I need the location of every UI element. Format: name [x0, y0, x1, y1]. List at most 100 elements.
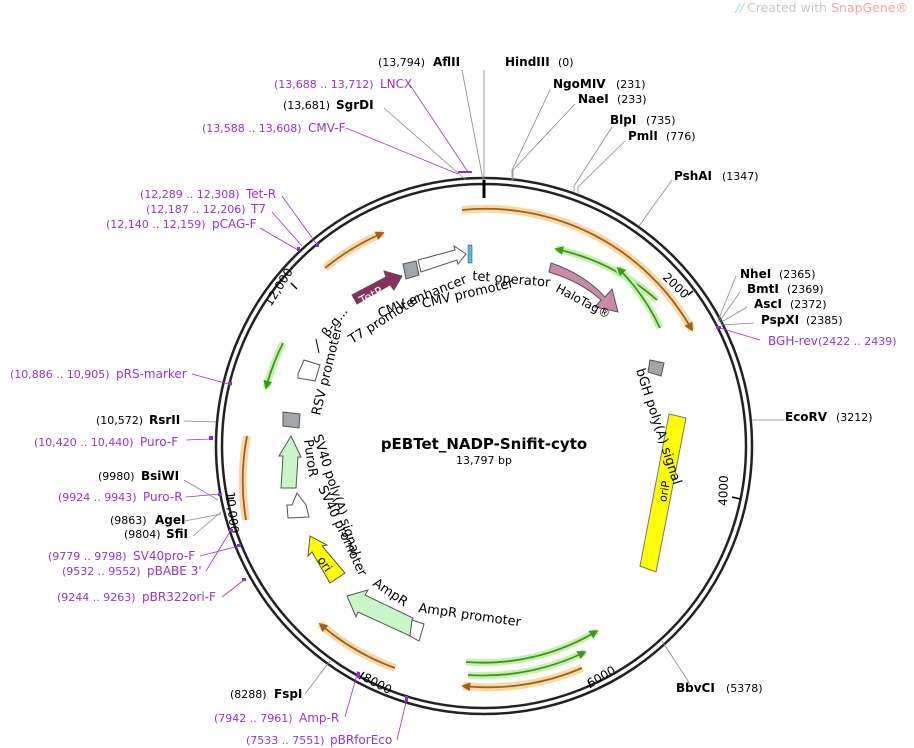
primer-lncx[interactable]: LNCX — [380, 77, 412, 91]
enzyme-pos-bmti: (2369) — [787, 283, 824, 296]
primer-pbabe-3[interactable]: pBABE 3' — [147, 564, 202, 578]
enzyme-pos-bbvci: (5378) — [726, 682, 763, 695]
enzyme-bbvci[interactable]: BbvCI — [676, 681, 715, 695]
primer-tet-r[interactable]: Tet-R — [245, 187, 276, 201]
primer-range-prs-marker: (10,886 .. 10,905) — [10, 368, 110, 381]
plasmid-length: 13,797 bp — [456, 454, 512, 467]
enzyme-rsrii[interactable]: RsrII — [149, 413, 180, 427]
feature-halotag[interactable] — [548, 262, 619, 313]
primer-range-lncx: (13,688 .. 13,712) — [274, 78, 374, 91]
enzyme-pos-pspxi: (2385) — [806, 314, 843, 327]
tick-label-10000: 10,000 — [223, 491, 241, 534]
enzyme-blpi[interactable]: BlpI — [610, 113, 636, 127]
enzyme-nhei[interactable]: NheI — [740, 267, 771, 281]
enzyme-pos-naei: (233) — [617, 93, 647, 106]
enzyme-pos-pshai: (1347) — [722, 170, 759, 183]
feature-label-orip: oriP — [656, 480, 673, 503]
snapgene-logo-icon: ∕∕ — [735, 0, 745, 15]
plasmid-name: pEBTet_NADP-Snifit-cyto — [381, 435, 587, 453]
enzyme-ecorv[interactable]: EcoRV — [785, 410, 828, 424]
enzyme-hindiii[interactable]: HindIII — [505, 55, 550, 69]
enzyme-pos-ecorv: (3212) — [836, 411, 873, 424]
feature-orip[interactable] — [639, 413, 687, 573]
primer-arcs — [238, 204, 696, 692]
enzyme-agei[interactable]: AgeI — [155, 513, 185, 527]
primer-range-t7: (12,187 .. 12,206) — [146, 203, 246, 216]
primer-leader-lines — [185, 84, 761, 741]
enzyme-fspi[interactable]: FspI — [274, 687, 302, 701]
feature-label-puror: PuroR — [300, 438, 320, 478]
primer-markers — [209, 171, 721, 702]
primer-pbr322ori-f[interactable]: pBR322ori-F — [142, 590, 216, 604]
primer-cmv-f[interactable]: CMV-F — [308, 121, 346, 135]
enzyme-leader-lines — [183, 69, 784, 695]
green-arcs — [262, 245, 664, 679]
primer-range-puro-f: (10,420 .. 10,440) — [34, 436, 134, 449]
enzyme-sgrdi[interactable]: SgrDI — [336, 98, 374, 112]
feature-bgh-polya[interactable] — [647, 359, 665, 377]
enzyme-pspxi[interactable]: PspXI — [761, 313, 799, 327]
feature-ampr[interactable] — [346, 589, 414, 637]
feature-tetr[interactable] — [351, 270, 403, 305]
feature-ampr-promoter[interactable] — [409, 619, 425, 642]
feature-sv40-small-grey[interactable] — [402, 260, 420, 280]
enzyme-pos-hindiii: (0) — [558, 56, 574, 69]
enzyme-labels: (13,794) AflII HindIII (0) NgoMIV (231) … — [96, 55, 873, 701]
primer-prs-marker[interactable]: pRS-marker — [116, 367, 187, 381]
primer-puro-r[interactable]: Puro-R — [143, 490, 183, 504]
primer-amp-r[interactable]: Amp-R — [299, 711, 339, 725]
primer-range-pbabe-3: (9532 .. 9552) — [62, 565, 141, 578]
primer-range-tet-r: (12,289 .. 12,308) — [140, 188, 240, 201]
enzyme-pos-sgrdi: (13,681) — [283, 99, 330, 112]
primer-pbrforeco[interactable]: pBRforEco — [330, 733, 392, 747]
feature-puror[interactable] — [278, 434, 302, 489]
primer-range-pbr322ori-f: (9244 .. 9263) — [57, 591, 136, 604]
primer-range-pcag-f: (12,140 .. 12,159) — [106, 218, 206, 231]
enzyme-pos-blpi: (735) — [646, 114, 676, 127]
enzyme-pos-asci: (2372) — [790, 298, 827, 311]
enzyme-naei[interactable]: NaeI — [578, 92, 609, 106]
enzyme-pos-sfii: (9804) — [124, 528, 161, 541]
enzyme-bsiwi[interactable]: BsiWI — [141, 469, 179, 483]
watermark-prefix: Created with — [747, 0, 828, 15]
enzyme-pos-rsrii: (10,572) — [96, 414, 143, 427]
primer-t7[interactable]: T7 — [250, 202, 266, 216]
feature-sv40-promoter[interactable] — [286, 492, 310, 519]
feature-label-ampr-promoter: AmpR promoter — [417, 601, 522, 630]
enzyme-asci[interactable]: AscI — [754, 297, 782, 311]
primer-labels: (13,688 .. 13,712) LNCX (13,588 .. 13,60… — [10, 77, 897, 747]
enzyme-aflii[interactable]: AflII — [433, 55, 460, 69]
feature-sv40-polya[interactable] — [282, 411, 301, 429]
feature-cmv-enhancer[interactable] — [417, 244, 467, 273]
primer-pcag-f[interactable]: pCAG-F — [212, 217, 257, 231]
primer-range-bgh-rev: (2422 .. 2439) — [818, 335, 897, 348]
enzyme-pos-nhei: (2365) — [779, 268, 816, 281]
feature-beta-globin[interactable] — [315, 338, 320, 354]
enzyme-pmli[interactable]: PmlI — [628, 129, 658, 143]
primer-range-puro-r: (9924 .. 9943) — [58, 491, 137, 504]
enzyme-bmti[interactable]: BmtI — [747, 282, 779, 296]
enzyme-pos-fspi: (8288) — [230, 688, 267, 701]
enzyme-ngomiv[interactable]: NgoMIV — [553, 77, 606, 91]
enzyme-sfii[interactable]: SfiI — [166, 527, 188, 541]
watermark-mark: ® — [895, 0, 909, 15]
feature-ori[interactable] — [307, 535, 346, 584]
tick-label-4000: 4000 — [716, 475, 731, 506]
primer-puro-f[interactable]: Puro-F — [140, 435, 178, 449]
primer-range-pbrforeco: (7533 .. 7551) — [246, 734, 325, 747]
primer-bgh-rev[interactable]: BGH-rev — [768, 334, 818, 348]
snapgene-watermark: ∕∕Created with SnapGene® — [736, 0, 908, 15]
primer-range-sv40pro-f: (9779 .. 9798) — [48, 550, 127, 563]
primer-range-cmv-f: (13,588 .. 13,608) — [202, 122, 302, 135]
enzyme-pos-agei: (9863) — [110, 514, 147, 527]
feature-tet-operator[interactable] — [467, 244, 473, 264]
enzyme-pos-pmli: (776) — [666, 130, 696, 143]
primer-range-amp-r: (7942 .. 7961) — [214, 712, 293, 725]
feature-label-tet-operator: tet operator — [472, 269, 552, 291]
feature-rsv-promoter[interactable] — [297, 359, 321, 382]
enzyme-pos-aflii: (13,794) — [378, 56, 425, 69]
watermark-brand: SnapGene — [831, 0, 896, 15]
primer-sv40pro-f[interactable]: SV40pro-F — [133, 549, 195, 563]
enzyme-pshai[interactable]: PshAI — [674, 169, 712, 183]
